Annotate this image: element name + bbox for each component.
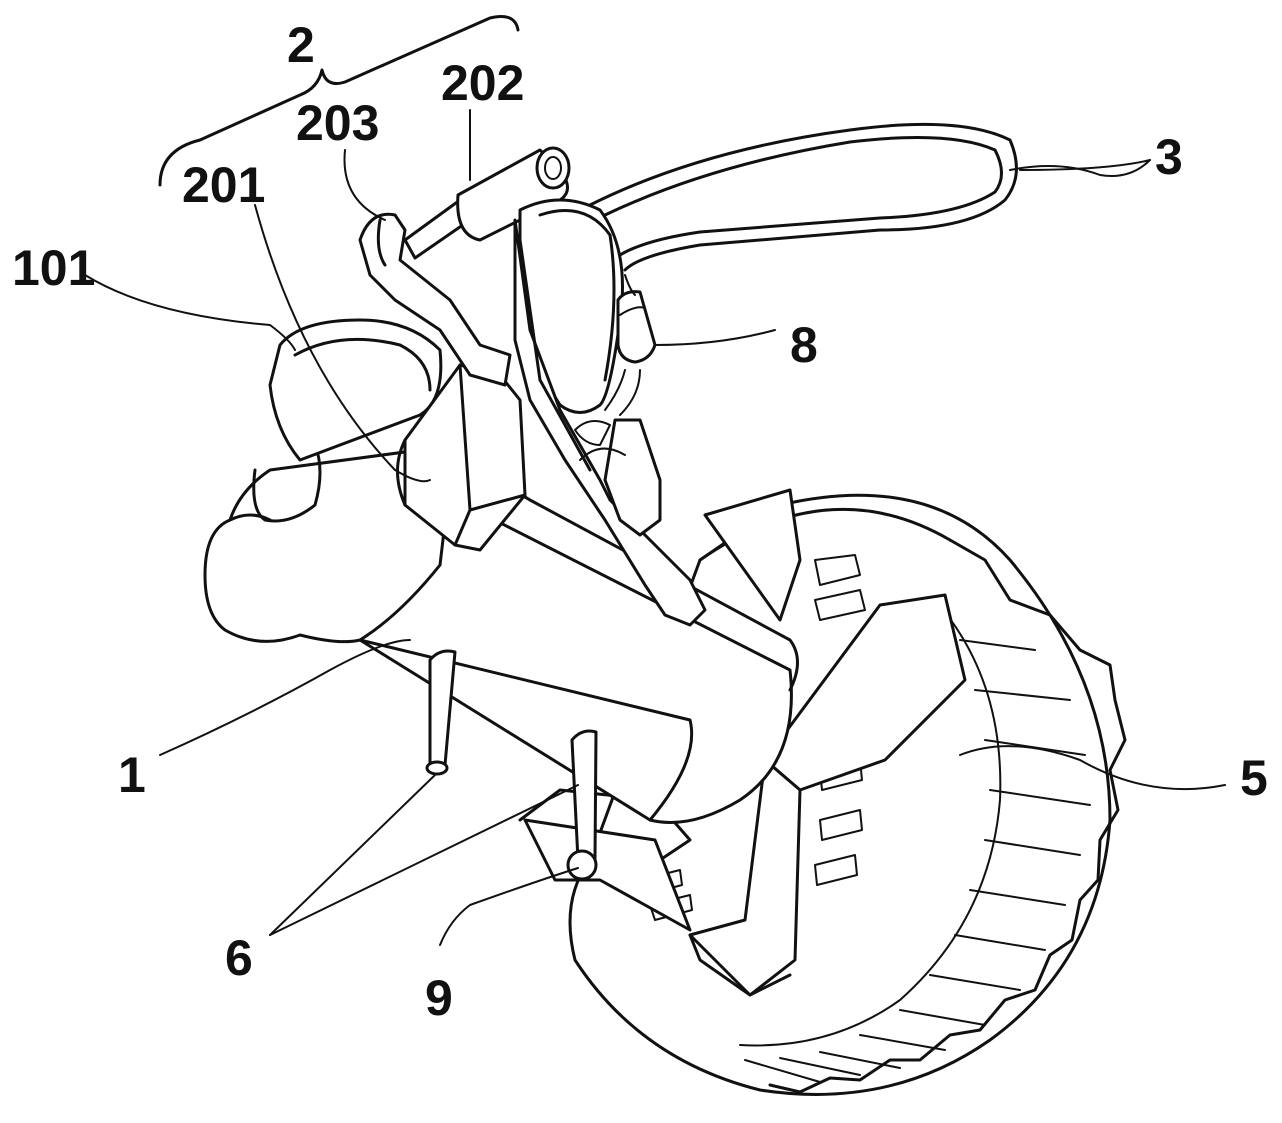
lever-arm xyxy=(358,212,512,387)
leader-lines xyxy=(84,109,1226,946)
label-3: 3 xyxy=(1155,129,1183,185)
leader-3 xyxy=(1019,159,1151,171)
label-201: 201 xyxy=(182,157,265,213)
label-203: 203 xyxy=(296,95,379,151)
lanyard xyxy=(588,122,1151,272)
leader-101 xyxy=(84,274,296,351)
pin-6-left xyxy=(425,649,457,776)
label-8: 8 xyxy=(790,317,818,373)
leader-6b xyxy=(269,784,579,936)
label-5: 5 xyxy=(1240,750,1268,806)
label-2: 2 xyxy=(287,17,315,73)
leader-9 xyxy=(439,867,579,946)
reference-labels: 2 202 203 201 101 3 8 1 5 6 9 xyxy=(12,17,1268,1026)
pin-202 xyxy=(403,146,571,260)
label-9: 9 xyxy=(425,970,453,1026)
clip xyxy=(574,418,662,537)
leader-5 xyxy=(959,745,1226,791)
label-6: 6 xyxy=(225,930,253,986)
label-101: 101 xyxy=(12,240,95,296)
part-2-bracket xyxy=(158,15,520,187)
square-mount xyxy=(518,488,967,997)
pin-6-right xyxy=(566,729,598,881)
label-202: 202 xyxy=(441,55,524,111)
leader-1 xyxy=(159,639,411,756)
leader-201 xyxy=(254,204,431,483)
latch-plate xyxy=(513,198,707,627)
label-1: 1 xyxy=(118,747,146,803)
leader-8 xyxy=(654,329,776,346)
crimp-sleeve xyxy=(604,274,657,416)
leader-6a xyxy=(269,774,436,936)
leader-203 xyxy=(343,149,386,221)
